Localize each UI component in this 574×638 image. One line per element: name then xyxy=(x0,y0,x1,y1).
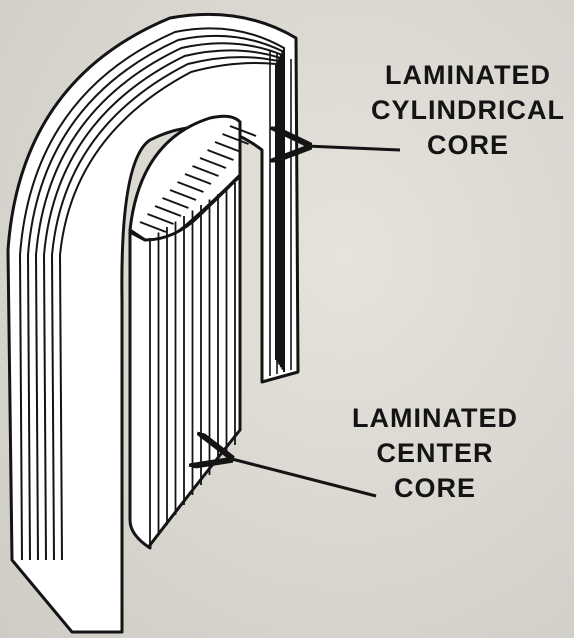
label-line: CORE xyxy=(362,132,574,159)
label-laminated-center-core: LAMINATED CENTER CORE xyxy=(330,405,540,510)
laminated-center-core xyxy=(130,116,256,548)
label-line: LAMINATED xyxy=(362,62,574,89)
label-laminated-cylindrical-core: LAMINATED CYLINDRICAL CORE xyxy=(362,62,574,167)
label-line: CYLINDRICAL xyxy=(362,97,574,124)
label-line: CORE xyxy=(330,475,540,502)
label-line: CENTER xyxy=(330,440,540,467)
label-line: LAMINATED xyxy=(330,405,540,432)
